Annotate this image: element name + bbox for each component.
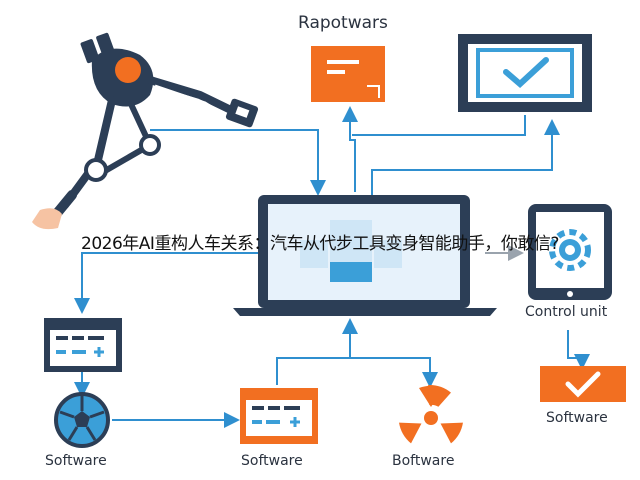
laptop-icon [233,195,497,316]
check-monitor-icon [458,34,592,112]
arrow-center-branch [276,357,438,388]
software-center-label: Software [241,453,303,469]
top-box-label: Rapotwars [298,13,388,33]
arrow-cu-to-software [567,330,590,370]
orange-doc-icon [311,46,385,102]
orange-check-icon [540,366,626,402]
software-right-label: Software [546,410,608,426]
soccer-ball-icon [54,392,110,448]
arrow-left-to-panel [74,252,258,314]
window-panel-icon [44,318,122,372]
gear-icon [549,229,591,271]
orange-panel-icon [240,388,318,444]
boftware-label: Boftware [392,453,455,469]
control-unit-label: Control unit [525,304,608,320]
arrow-robot-to-laptop [150,129,326,196]
arrow-to-doc-right [352,115,526,136]
radiation-icon [399,385,463,444]
robot-arm-icon [32,32,259,230]
control-unit-tablet-icon [528,204,612,300]
connector-lines [74,106,590,428]
software-left-label: Software [45,453,107,469]
headline-overlay: 2026年AI重构人车关系：汽车从代步工具变身智能助手，你敢信? [81,234,559,254]
arrow-laptop-to-monitor [371,119,560,196]
